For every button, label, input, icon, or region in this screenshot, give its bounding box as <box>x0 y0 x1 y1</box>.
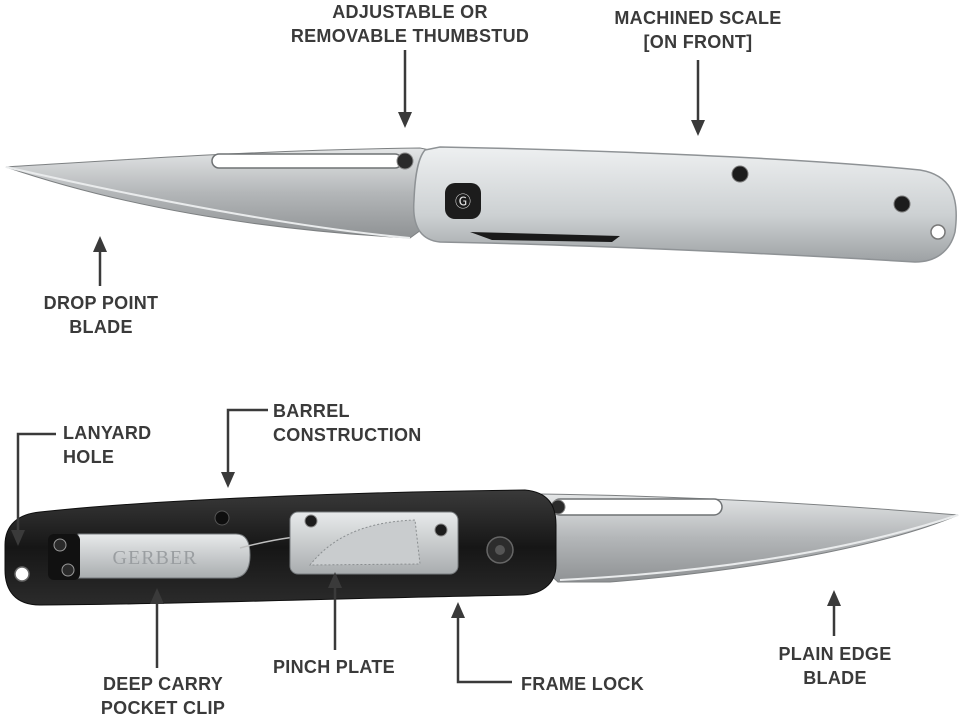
lanyard-hole-icon <box>14 566 30 582</box>
callout-line: [ON FRONT] <box>643 32 753 52</box>
callout-frame-lock: FRAME LOCK <box>521 672 644 696</box>
scale-screw-icon <box>731 165 749 183</box>
callout-line: LANYARD <box>63 423 152 443</box>
callout-machined-scale: MACHINED SCALE [ON FRONT] <box>598 6 798 54</box>
callout-barrel-construction: BARREL CONSTRUCTION <box>273 399 422 447</box>
callout-line: MACHINED SCALE <box>614 8 782 28</box>
callout-drop-point-blade: DROP POINT BLADE <box>32 291 170 339</box>
callout-line: POCKET CLIP <box>100 698 226 718</box>
blade-slot <box>551 498 723 516</box>
bottom-knife: GERBER <box>4 489 959 606</box>
top-knife: Ⓖ <box>5 146 957 263</box>
pocket-clip <box>77 533 251 579</box>
callout-lanyard-hole: LANYARD HOLE <box>63 421 151 469</box>
callout-arrows <box>11 50 841 684</box>
scale-screw-icon <box>893 195 911 213</box>
machined-scale <box>412 146 957 263</box>
svg-text:Ⓖ: Ⓖ <box>455 192 471 211</box>
callout-line: ADJUSTABLE OR <box>332 2 488 22</box>
callout-plain-edge-blade: PLAIN EDGE BLADE <box>762 642 908 690</box>
callout-line: BLADE <box>803 668 867 688</box>
callout-pocket-clip: DEEP CARRY POCKET CLIP <box>88 672 238 720</box>
blade-slot <box>211 153 403 169</box>
callout-line: DROP POINT <box>43 293 159 313</box>
callout-line: BARREL <box>273 401 350 421</box>
callout-line: FRAME LOCK <box>521 674 644 694</box>
callout-line: PLAIN EDGE <box>778 644 892 664</box>
callout-line: BLADE <box>69 317 133 337</box>
pivot-screw-icon <box>396 152 414 170</box>
clip-brand-text: GERBER <box>113 547 198 569</box>
callout-line: DEEP CARRY <box>102 674 224 694</box>
lanyard-hole-icon <box>930 224 946 240</box>
callout-pinch-plate: PINCH PLATE <box>256 655 412 679</box>
callout-thumbstud: ADJUSTABLE OR REMOVABLE THUMBSTUD <box>272 0 548 48</box>
callout-line: PINCH PLATE <box>273 657 395 677</box>
callout-line: CONSTRUCTION <box>273 425 422 445</box>
callout-line: HOLE <box>63 447 115 467</box>
thumbstud-icon <box>445 183 481 219</box>
callout-line: REMOVABLE THUMBSTUD <box>290 26 530 46</box>
